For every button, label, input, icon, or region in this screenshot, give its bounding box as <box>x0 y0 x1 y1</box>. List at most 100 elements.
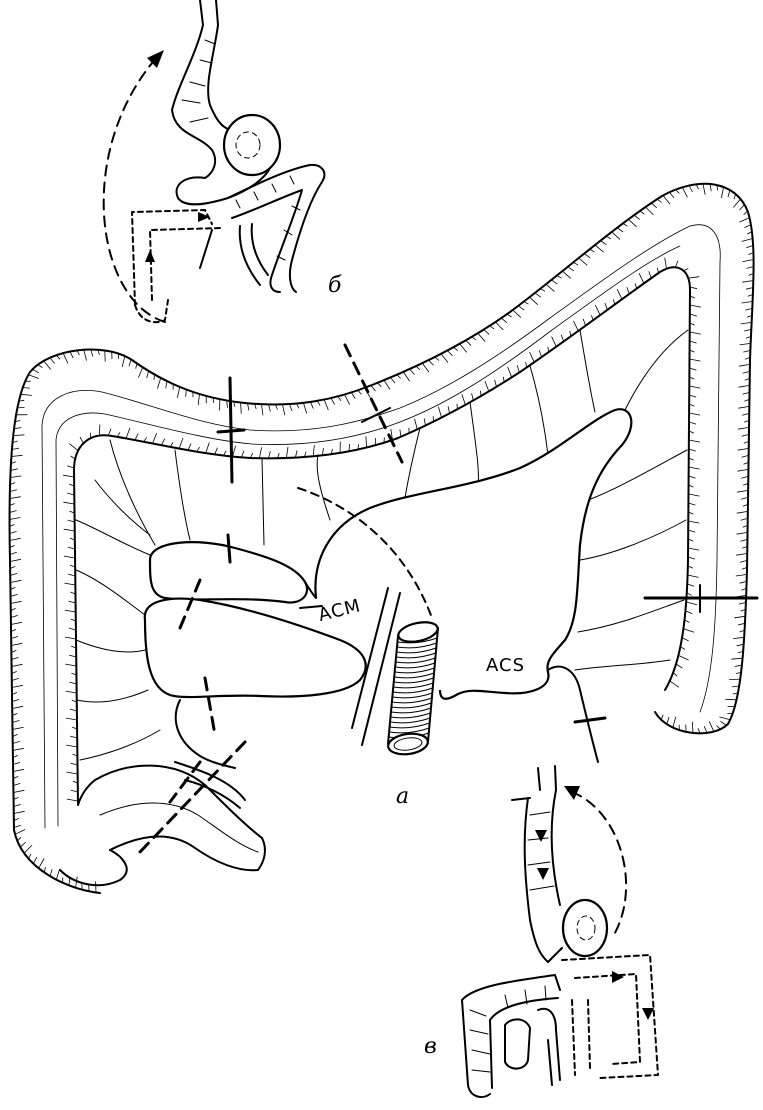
haustra-texture-stroke <box>578 257 588 266</box>
intestine-connection <box>174 699 236 769</box>
haustra-texture-stroke <box>507 366 513 378</box>
intestine-loop-lower <box>143 597 367 699</box>
haustra-texture-stroke <box>9 496 21 499</box>
inset-b-colon-texture <box>235 175 301 261</box>
inset-v-colon-loop <box>504 1018 531 1070</box>
haustra-texture-stroke <box>63 474 75 478</box>
aorta-hatch-line <box>389 717 431 724</box>
haustra-texture-stroke <box>316 400 321 406</box>
cut-line-ileum-dashed <box>138 740 247 854</box>
inset-figure-v: в <box>424 765 659 1098</box>
haustra-texture-stroke <box>688 276 700 279</box>
haustra-texture-stroke <box>737 427 750 430</box>
haustra-texture-stroke <box>13 434 25 436</box>
haustra-texture-stroke <box>741 434 750 437</box>
haustra-texture-stroke <box>232 445 236 457</box>
vessel-line <box>109 439 156 546</box>
haustra-texture-stroke <box>688 520 700 524</box>
ligature-mark-sigmoid <box>573 716 607 724</box>
label-acs: ACS <box>486 655 525 676</box>
haustra-texture-stroke <box>66 771 78 775</box>
haustra-texture-stroke <box>321 448 324 456</box>
inset-b-dashed-loop <box>131 209 213 306</box>
haustra-texture-stroke <box>365 436 367 448</box>
haustra-texture-stroke <box>390 377 396 384</box>
haustra-texture-stroke <box>545 283 555 292</box>
haustra-texture-stroke <box>736 511 748 514</box>
haustra-texture-stroke <box>62 352 69 364</box>
haustra-texture-stroke <box>259 447 262 459</box>
inset-b-duodenum <box>175 167 271 206</box>
aorta-hatching <box>388 637 438 739</box>
haustra-texture-stroke <box>12 705 24 709</box>
vessel-line <box>529 365 549 456</box>
cut-line-ileum-dashed <box>168 760 202 804</box>
haustra-texture-stroke <box>745 308 753 311</box>
haustra-texture-stroke <box>551 336 557 347</box>
haustra-texture-stroke <box>10 600 22 604</box>
haustra-texture-stroke <box>744 224 752 229</box>
haustra-texture-stroke <box>399 429 402 437</box>
haustra-texture-stroke <box>440 353 449 363</box>
vessel-line <box>469 401 479 487</box>
aorta-hatch-line <box>393 677 434 684</box>
haustra-texture-stroke <box>495 321 504 331</box>
haustra-texture-stroke <box>67 546 76 550</box>
haustra-texture-stroke <box>65 663 77 667</box>
inset-b-dashed-arc <box>102 55 166 323</box>
inset-b-tube-texture <box>181 39 216 123</box>
haustra-texture-stroke <box>616 289 623 300</box>
haustra-texture-stroke <box>729 678 741 680</box>
haustra-texture-stroke <box>688 493 700 497</box>
haustra-texture-stroke <box>447 350 453 356</box>
haustra-texture-stroke <box>688 547 700 551</box>
haustra-texture-stroke <box>414 418 418 430</box>
haustra-texture-stroke <box>734 615 746 619</box>
haustra-texture-stroke <box>689 304 701 308</box>
aorta-hatch-line <box>390 707 432 714</box>
inset-v-tube-right <box>550 789 561 906</box>
haustra-texture-stroke <box>65 717 78 721</box>
haustra-texture-stroke <box>731 657 743 660</box>
haustra-texture-stroke <box>12 741 20 744</box>
haustra-texture-stroke <box>483 329 490 335</box>
aorta-bottom-lumen <box>393 737 423 751</box>
aorta-hatch-line <box>390 712 431 719</box>
haustra-texture-stroke <box>746 245 754 249</box>
aorta-hatch-line <box>394 667 435 674</box>
haustra-texture-stroke <box>736 553 748 556</box>
haustra-texture-stroke <box>13 789 25 793</box>
inset-b-flow-arrow <box>145 250 155 262</box>
cut-line-transverse-cross <box>216 428 246 434</box>
inset-b-pouch-lumen <box>235 131 261 159</box>
inset-b-loop <box>238 223 269 286</box>
haustra-texture-stroke <box>471 393 474 401</box>
haustra-texture-stroke <box>157 377 162 389</box>
haustra-texture-stroke <box>98 424 101 436</box>
inset-v-flow-arrow <box>535 830 547 842</box>
haustra-texture-stroke <box>10 615 18 618</box>
haustra-texture-stroke <box>9 551 17 555</box>
haustra-texture-stroke <box>582 318 586 326</box>
haustra-texture-stroke <box>68 878 71 886</box>
inset-v-marker <box>511 797 531 801</box>
haustra-texture-stroke <box>13 810 25 814</box>
haustra-texture-stroke <box>10 621 22 625</box>
haustra-texture-stroke <box>22 387 31 389</box>
haustra-texture-stroke <box>465 340 472 346</box>
vessel-line <box>75 569 146 616</box>
haustra-texture-stroke <box>740 518 748 521</box>
haustra-texture-stroke <box>675 663 683 669</box>
haustra-texture-stroke <box>69 443 79 452</box>
aorta-hatch-line <box>397 637 438 644</box>
haustra-texture-stroke <box>49 869 53 877</box>
haustra-texture-stroke <box>611 231 621 240</box>
haustra-texture-stroke <box>10 594 18 597</box>
haustra-texture-stroke <box>689 367 697 371</box>
ileum-cut-end <box>257 837 266 871</box>
haustra-texture-stroke <box>247 403 250 411</box>
inset-b-arc-arrowhead <box>147 50 164 68</box>
haustra-texture-stroke <box>529 351 535 363</box>
haustra-texture-stroke <box>720 720 727 726</box>
haustra-texture-stroke <box>165 381 168 389</box>
